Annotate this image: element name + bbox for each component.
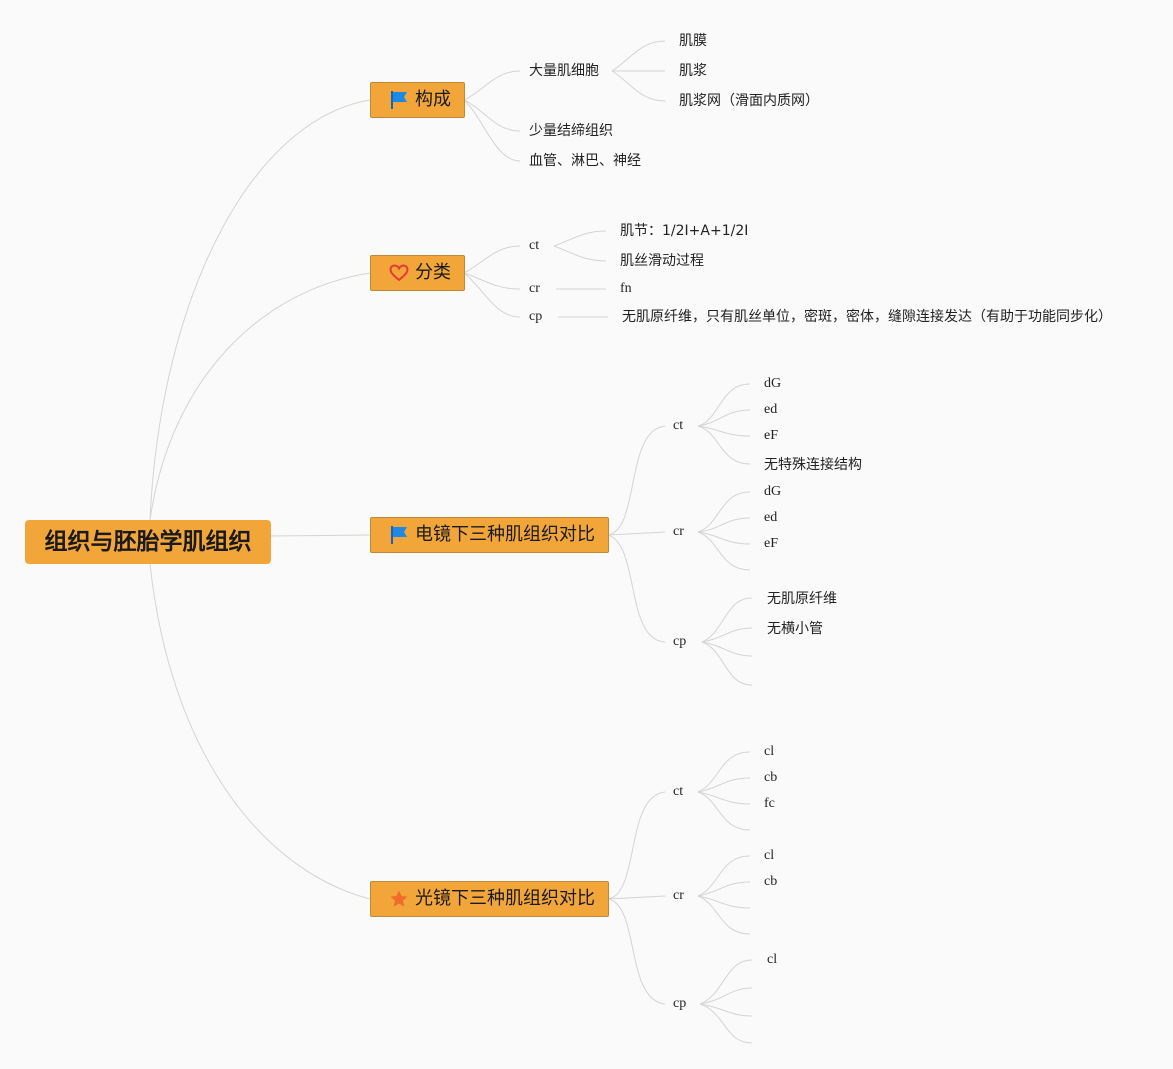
heart-icon [389,263,409,283]
blue-flag-icon [389,90,409,110]
connector [701,641,753,686]
connector [607,895,666,900]
leaf-node[interactable]: 无特殊连接结构 [764,457,862,473]
connector [697,895,751,935]
connector [697,517,751,533]
leaf-node[interactable]: 肌浆 [679,63,707,79]
leaf-node[interactable]: dG [764,484,782,499]
leaf-node[interactable]: cl [764,744,775,759]
connector [607,425,666,536]
blue-flag-icon [389,525,409,545]
central-topic[interactable]: 组织与胚胎学肌组织 [25,520,271,564]
topic-label: 分类 [415,262,451,283]
connector [697,425,751,465]
leaf-node[interactable]: 无横小管 [767,621,823,637]
leaf-node[interactable]: fn [620,281,632,296]
connector [607,531,666,536]
leaf-node[interactable]: 无肌原纤维，只有肌丝单位，密斑，密体，缝隙连接发达（有助于功能同步化） [622,309,1112,325]
connector [701,597,753,643]
connector [553,230,607,247]
connector [697,409,751,427]
connector [611,70,666,102]
topic-label: 电镜下三种肌组织对比 [415,524,595,545]
subtopic-cr[interactable]: cr [673,524,684,539]
connector [697,895,751,909]
subtopic-ct[interactable]: ct [673,784,684,799]
connector [699,987,753,1005]
connector [697,531,751,571]
connector [699,959,753,1005]
topic-composition[interactable]: 构成 [370,82,465,118]
leaf-node[interactable]: ed [764,510,778,525]
topic-light-microscope[interactable]: 光镜下三种肌组织对比 [370,881,609,917]
leaf-node[interactable]: 肌浆网（滑面内质网） [679,93,819,109]
connector [611,40,666,72]
leaf-node[interactable]: cl [767,952,778,967]
leaf-node[interactable]: fc [764,796,775,811]
subtopic-cp[interactable]: cp [529,309,543,324]
subtopic-connective[interactable]: 少量结缔组织 [529,123,613,139]
subtopic-ct[interactable]: ct [529,238,540,253]
orange-star-icon [389,889,409,909]
leaf-node[interactable]: dG [764,376,782,391]
leaf-node[interactable]: 肌丝滑动过程 [620,253,704,269]
topic-classification[interactable]: 分类 [370,255,465,291]
connector [149,563,371,900]
topic-electron-microscope[interactable]: 电镜下三种肌组织对比 [370,517,609,553]
connector [697,425,751,437]
connector [463,272,521,290]
topic-label: 光镜下三种肌组织对比 [415,888,595,909]
connector [463,272,521,318]
connector [701,627,753,643]
connector [697,791,751,831]
connector [697,881,751,897]
leaf-node[interactable]: cb [764,874,778,889]
leaf-node[interactable]: 肌节：1/2I+A+1/2I [620,223,749,239]
connector [697,855,751,897]
connector [697,777,751,793]
connector [463,99,521,132]
topic-label: 构成 [415,89,451,110]
connector [699,1003,753,1044]
leaf-node[interactable]: cb [764,770,778,785]
subtopic-muscle-cells[interactable]: 大量肌细胞 [529,63,599,79]
connector [607,791,666,900]
connector [701,641,753,657]
connector [463,99,521,162]
subtopic-cr[interactable]: cr [673,888,684,903]
connector [607,898,666,1005]
connector [697,383,751,427]
leaf-node[interactable]: 无肌原纤维 [767,591,837,607]
subtopic-cr[interactable]: cr [529,281,540,296]
leaf-node[interactable]: 肌膜 [679,33,707,49]
leaf-node[interactable]: cl [764,848,775,863]
connector [270,534,371,537]
connector [463,70,521,101]
connector [699,1003,753,1017]
connector [149,272,371,521]
connector [607,534,666,643]
connector [463,245,521,274]
connector [697,531,751,545]
connector [553,245,607,262]
connector [149,99,371,521]
leaf-node[interactable]: eF [764,428,778,443]
leaf-node[interactable]: eF [764,536,778,551]
connector [697,791,751,805]
connector [697,751,751,793]
leaf-node[interactable]: ed [764,402,778,417]
subtopic-ct[interactable]: ct [673,418,684,433]
subtopic-cp[interactable]: cp [673,996,687,1011]
connector [697,491,751,533]
subtopic-vessels[interactable]: 血管、淋巴、神经 [529,153,641,169]
subtopic-cp[interactable]: cp [673,634,687,649]
